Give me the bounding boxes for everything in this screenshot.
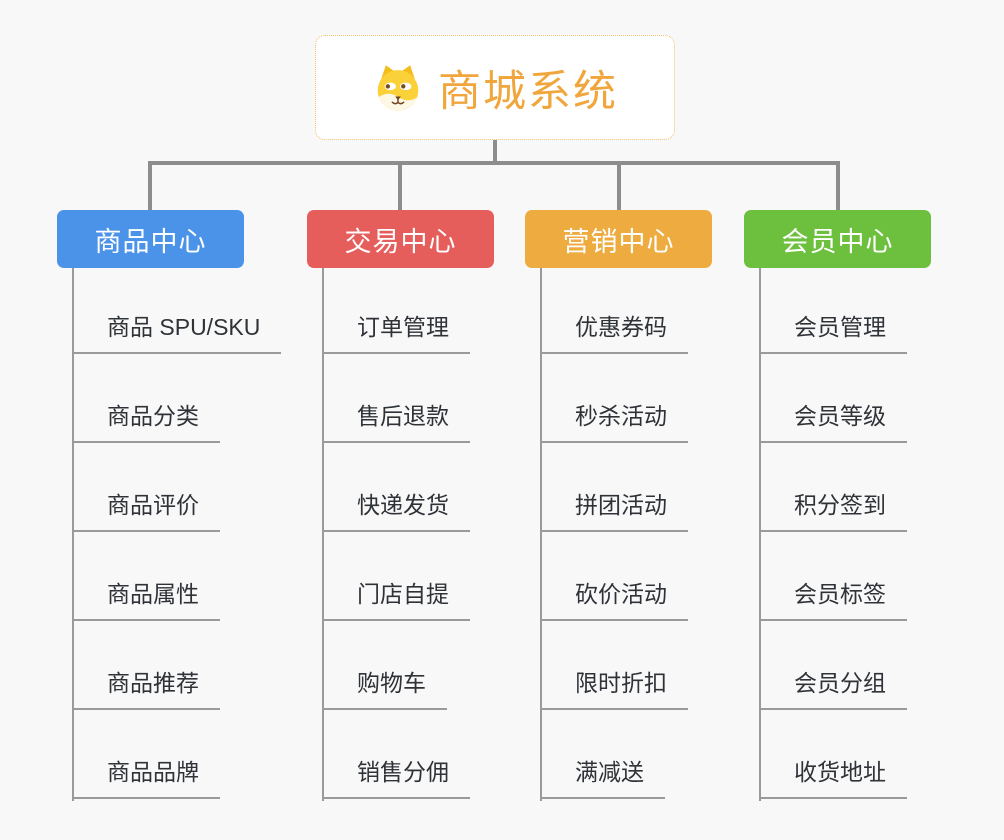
connector-drop-member (836, 161, 840, 210)
leaf-node[interactable]: 会员等级 (759, 397, 907, 443)
leaf-node[interactable]: 订单管理 (322, 308, 470, 354)
doge-face-icon (377, 64, 419, 111)
branch-header-marketing-center[interactable]: 营销中心 (525, 210, 712, 268)
branch-header-product-center[interactable]: 商品中心 (57, 210, 244, 268)
leaf-node[interactable]: 满减送 (540, 753, 665, 799)
leaf-node[interactable]: 商品推荐 (72, 664, 220, 710)
leaf-node[interactable]: 商品属性 (72, 575, 220, 621)
root-node[interactable]: 商城系统 (315, 35, 675, 140)
leaf-node[interactable]: 优惠券码 (540, 308, 688, 354)
connector-drop-product (148, 161, 152, 210)
leaf-node[interactable]: 砍价活动 (540, 575, 688, 621)
branch-header-member-center[interactable]: 会员中心 (744, 210, 931, 268)
connector-horizontal (148, 161, 840, 165)
leaf-node[interactable]: 会员分组 (759, 664, 907, 710)
leaf-node[interactable]: 秒杀活动 (540, 397, 688, 443)
leaf-node[interactable]: 快递发货 (322, 486, 470, 532)
root-title: 商城系统 (438, 67, 618, 116)
leaf-node[interactable]: 售后退款 (322, 397, 470, 443)
leaf-node[interactable]: 积分签到 (759, 486, 907, 532)
branch-connector-line (759, 268, 761, 801)
branch-connector-line (322, 268, 324, 801)
branch-marketing-center: 营销中心 优惠券码 秒杀活动 拼团活动 砍价活动 限时折扣 满减送 (525, 210, 765, 801)
leaf-node[interactable]: 购物车 (322, 664, 447, 710)
connector-drop-marketing (617, 161, 621, 210)
connector-drop-trade (398, 161, 402, 210)
branch-connector-line (72, 268, 74, 801)
branch-product-center: 商品中心 商品 SPU/SKU 商品分类 商品评价 商品属性 商品推荐 商品品牌 (57, 210, 297, 801)
branch-connector-line (540, 268, 542, 801)
leaf-node[interactable]: 门店自提 (322, 575, 470, 621)
leaf-node[interactable]: 限时折扣 (540, 664, 688, 710)
leaf-node[interactable]: 会员管理 (759, 308, 907, 354)
leaf-node[interactable]: 收货地址 (759, 753, 907, 799)
branch-member-center: 会员中心 会员管理 会员等级 积分签到 会员标签 会员分组 收货地址 (744, 210, 984, 801)
branch-trade-center: 交易中心 订单管理 售后退款 快递发货 门店自提 购物车 销售分佣 (307, 210, 547, 801)
leaf-node[interactable]: 商品评价 (72, 486, 220, 532)
leaf-node[interactable]: 商品分类 (72, 397, 220, 443)
leaf-node[interactable]: 商品品牌 (72, 753, 220, 799)
branch-header-trade-center[interactable]: 交易中心 (307, 210, 494, 268)
leaf-node[interactable]: 销售分佣 (322, 753, 470, 799)
leaf-node[interactable]: 拼团活动 (540, 486, 688, 532)
leaf-node[interactable]: 会员标签 (759, 575, 907, 621)
leaf-node[interactable]: 商品 SPU/SKU (72, 308, 282, 354)
connector-root-stub (493, 140, 497, 164)
